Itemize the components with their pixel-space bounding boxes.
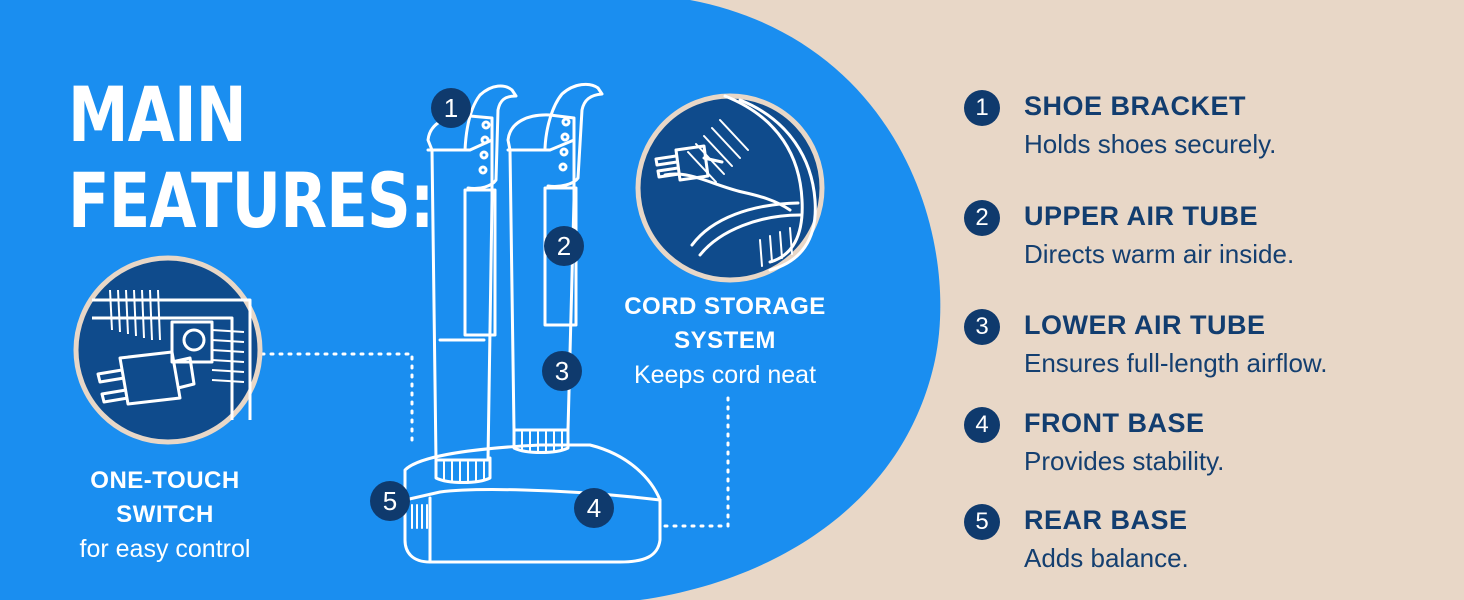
cord-callout-title-1: CORD STORAGE <box>624 293 826 320</box>
switch-vents-icon <box>73 255 263 445</box>
feature-number-badge: 5 <box>964 504 1000 540</box>
cord-callout-subtitle: Keeps cord neat <box>633 361 817 389</box>
feature-description: Directs warm air inside. <box>1024 239 1295 269</box>
page-title: MAIN FEATURES: <box>68 72 434 244</box>
switch-callout: ONE-TOUCH SWITCH for easy control <box>40 464 290 566</box>
feature-description: Ensures full-length airflow. <box>1024 348 1328 378</box>
shoe-dryer-icon <box>403 82 662 564</box>
feature-description: Holds shoes securely. <box>1024 129 1277 159</box>
title-line-1: MAIN <box>68 70 247 159</box>
feature-title: UPPER AIR TUBE <box>1024 201 1259 231</box>
feature-title: LOWER AIR TUBE <box>1024 310 1266 340</box>
feature-item: 4 FRONT BASE Provides stability. <box>964 405 1444 485</box>
feature-item: 5 REAR BASE Adds balance. <box>964 502 1444 582</box>
feature-number-badge: 2 <box>964 200 1000 236</box>
feature-item: 3 LOWER AIR TUBE Ensures full-length air… <box>964 307 1444 387</box>
feature-title: REAR BASE <box>1024 505 1188 535</box>
switch-callout-title-2: SWITCH <box>116 501 214 528</box>
feature-item: 1 SHOE BRACKET Holds shoes securely. <box>964 88 1444 168</box>
feature-item: 2 UPPER AIR TUBE Directs warm air inside… <box>964 198 1444 278</box>
marker-1: 1 <box>431 88 471 128</box>
svg-text:1: 1 <box>444 93 458 123</box>
cord-wrap-icon <box>635 93 825 283</box>
feature-number-badge: 1 <box>964 90 1000 126</box>
marker-4: 4 <box>574 488 614 528</box>
feature-title: SHOE BRACKET <box>1024 91 1247 121</box>
feature-title: FRONT BASE <box>1024 408 1205 438</box>
marker-5: 5 <box>370 481 410 521</box>
plug-icon <box>96 350 196 406</box>
switch-callout-title-1: ONE-TOUCH <box>90 467 240 494</box>
switch-callout-subtitle: for easy control <box>79 535 251 563</box>
feature-number-badge: 4 <box>964 407 1000 443</box>
marker-3: 3 <box>542 351 582 391</box>
svg-text:4: 4 <box>587 493 601 523</box>
diagram-markers: 1 2 3 4 5 <box>370 88 614 528</box>
cord-callout-title-2: SYSTEM <box>674 327 776 354</box>
marker-2: 2 <box>544 226 584 266</box>
svg-text:5: 5 <box>383 486 397 516</box>
svg-text:3: 3 <box>555 356 569 386</box>
cord-callout: CORD STORAGE SYSTEM Keeps cord neat <box>600 290 850 392</box>
feature-description: Provides stability. <box>1024 446 1225 476</box>
title-line-2: FEATURES: <box>68 156 434 245</box>
feature-number-badge: 3 <box>964 309 1000 345</box>
feature-description: Adds balance. <box>1024 543 1189 573</box>
leader-lines <box>260 352 730 528</box>
svg-text:2: 2 <box>557 231 571 261</box>
